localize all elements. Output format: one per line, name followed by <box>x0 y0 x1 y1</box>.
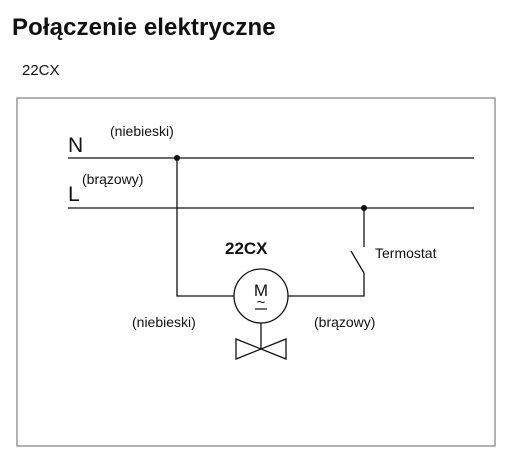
motor-symbol: M <box>254 281 268 300</box>
live-drop-wire-bottom <box>288 273 365 297</box>
thermostat-switch-blade <box>350 250 365 274</box>
neutral-drop-wire <box>176 158 234 297</box>
device-label: 22CX <box>225 239 268 258</box>
right-wire-color: (brązowy) <box>314 314 375 330</box>
neutral-line-label: N <box>68 134 83 157</box>
neutral-wire-color: (niebieski) <box>110 123 174 139</box>
live-wire-color: (brązowy) <box>82 171 143 187</box>
page-subtitle: 22CX <box>22 62 60 79</box>
valve-icon <box>235 338 287 360</box>
left-wire-color: (niebieski) <box>132 314 196 330</box>
diagram-frame <box>16 97 496 447</box>
thermostat-label: Termostat <box>375 245 437 261</box>
live-line-label: L <box>68 183 80 206</box>
motor-ac-symbol: ~ <box>257 294 266 311</box>
page-title: Połączenie elektryczne <box>12 14 276 41</box>
